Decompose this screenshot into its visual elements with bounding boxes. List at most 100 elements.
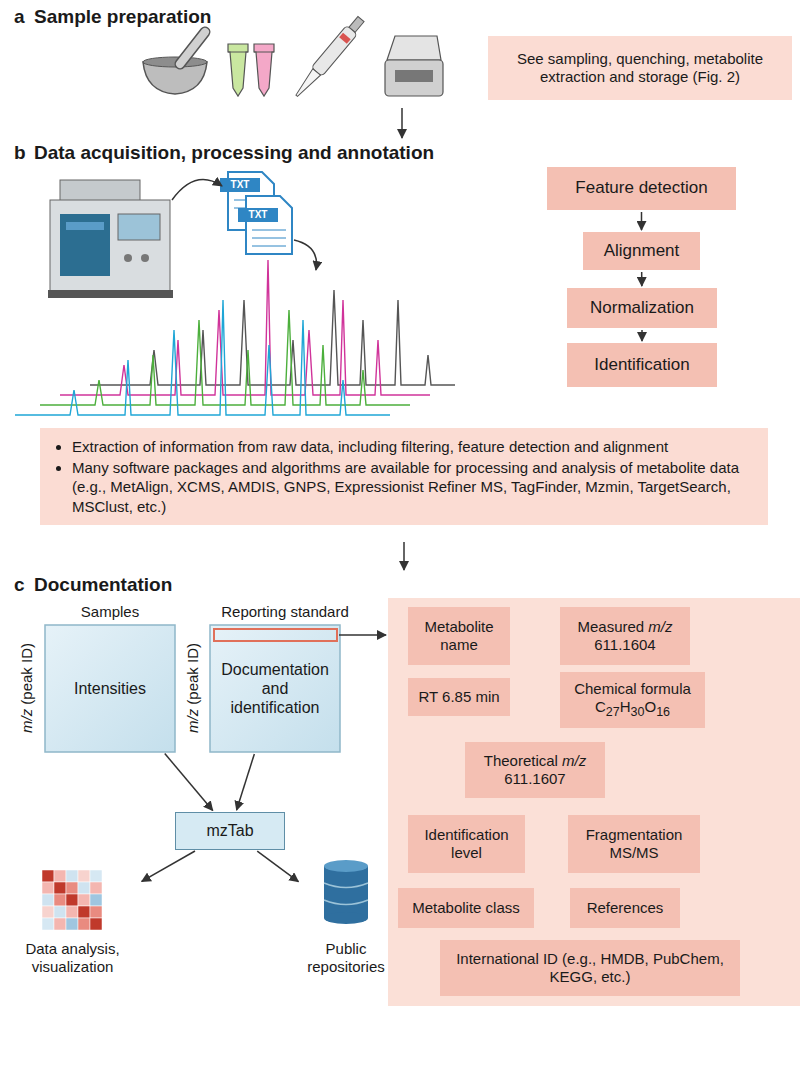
heatmap-icon — [42, 882, 54, 894]
reporting-panel — [388, 598, 800, 1006]
heatmap-icon — [54, 882, 66, 894]
txt-files — [252, 246, 286, 247]
subscript: 30 — [631, 705, 645, 719]
mass-spectrometer — [66, 222, 104, 230]
heatmap-icon — [78, 918, 90, 930]
pipette — [339, 33, 351, 44]
connector-arrow — [257, 851, 298, 882]
box-text: RT 6.85 min — [418, 688, 499, 706]
panel-title: Sample preparation — [34, 6, 211, 29]
mass-spectrometer — [50, 200, 170, 292]
field-box: Metabolite name — [408, 607, 510, 665]
box-text: Data analysis, visualization — [7, 940, 138, 976]
output-node: Public repositories — [300, 856, 392, 978]
txt-files — [246, 196, 292, 254]
panel-letter: b — [14, 142, 26, 165]
txt-files — [220, 178, 260, 192]
info-box: Extraction of information from raw data,… — [40, 428, 768, 525]
connector-arrow — [641, 212, 643, 230]
bullet-item: Extraction of information from raw data,… — [72, 437, 754, 457]
mass-spectrometer — [48, 290, 173, 298]
box-text: Normalization — [590, 298, 694, 318]
database-icon — [324, 860, 368, 872]
centrifuge — [395, 70, 433, 82]
panel-letter: c — [14, 574, 25, 597]
pipette — [291, 15, 366, 101]
field-box: Identification level — [408, 815, 525, 873]
box-text: Documentation and identification — [216, 660, 334, 718]
panel-title: Documentation — [34, 574, 172, 597]
bullet-text: Many software packages and algorithms ar… — [72, 459, 739, 515]
centrifuge — [385, 36, 443, 96]
heatmap-icon — [78, 894, 90, 906]
box-text: Theoretical m/z 611.1607 — [473, 752, 597, 788]
mortar-pestle — [180, 32, 205, 64]
heatmap-icon — [42, 894, 54, 906]
chromatograms — [40, 310, 410, 405]
flow-arrow — [294, 240, 317, 270]
box-text: Metabolite name — [416, 618, 502, 654]
field-box: Metabolite class — [398, 888, 534, 928]
file-label: TXT — [231, 179, 250, 191]
heatmap-icon — [42, 870, 54, 882]
box-text: References — [587, 899, 664, 917]
axis-label: Samples — [81, 603, 139, 621]
box-text: Intensities — [74, 679, 146, 698]
sample-tubes — [254, 52, 274, 53]
note-box: See sampling, quenching, metabolite extr… — [488, 36, 792, 100]
box-text: Measured m/z 611.1604 — [568, 618, 682, 654]
txt-files — [220, 172, 292, 254]
panel-title: Data acquisition, processing and annotat… — [34, 142, 434, 165]
field-box: References — [570, 888, 680, 928]
heatmap-icon — [66, 906, 78, 918]
box-text: See sampling, quenching, metabolite extr… — [500, 50, 780, 86]
database-icon — [324, 912, 368, 924]
process-box: Identification — [567, 343, 717, 387]
pipette — [311, 25, 357, 76]
axis-label: Reporting standard — [221, 603, 349, 621]
chromatograms — [60, 260, 430, 395]
txt-files — [252, 238, 286, 239]
heatmap-icon — [78, 906, 90, 918]
bullet-text: Extraction of information from raw data,… — [72, 438, 668, 455]
flow-arrow — [403, 542, 405, 570]
field-box: RT 6.85 min — [408, 678, 510, 716]
txt-files — [252, 230, 286, 231]
database-icon — [324, 860, 368, 924]
heatmap-icon — [54, 918, 66, 930]
italic-unit: m/z — [648, 618, 672, 635]
field-box: Chemical formula C27H30O16 — [560, 672, 705, 728]
heatmap-icon — [90, 906, 102, 918]
mass-spectrometer — [60, 180, 140, 202]
connector-arrow — [142, 851, 195, 881]
txt-files — [234, 200, 268, 201]
sample-tubes — [228, 52, 248, 53]
chromatograms — [90, 290, 455, 385]
mass-spectrometer — [141, 254, 149, 262]
matrix-box: Documentation and identification — [210, 625, 340, 752]
mortar-pestle — [143, 32, 207, 94]
heatmap-icon — [78, 870, 90, 882]
heatmap-icon — [54, 870, 66, 882]
mortar-pestle — [180, 32, 205, 64]
flow-arrow — [339, 634, 386, 636]
heatmap-icon — [66, 918, 78, 930]
connector-arrow — [237, 754, 255, 810]
heatmap-icon — [78, 882, 90, 894]
connector-arrow — [641, 330, 643, 341]
field-box: Measured m/z 611.1604 — [560, 607, 690, 665]
txt-files — [238, 208, 278, 222]
flow-arrow — [172, 180, 222, 200]
documentation-matrix — [210, 625, 340, 752]
centrifuge — [387, 36, 441, 60]
centrifuge — [385, 60, 443, 96]
mass-spectrometer — [124, 254, 132, 262]
intensity-matrix — [45, 625, 175, 752]
database-icon — [324, 883, 368, 888]
process-box: Alignment — [583, 232, 700, 270]
axis-label: m/z (peak ID) — [184, 643, 202, 733]
field-box: International ID (e.g., HMDB, PubChem, K… — [440, 940, 740, 996]
heatmap-icon — [66, 882, 78, 894]
sample-tubes — [228, 44, 248, 96]
txt-files — [234, 208, 268, 209]
